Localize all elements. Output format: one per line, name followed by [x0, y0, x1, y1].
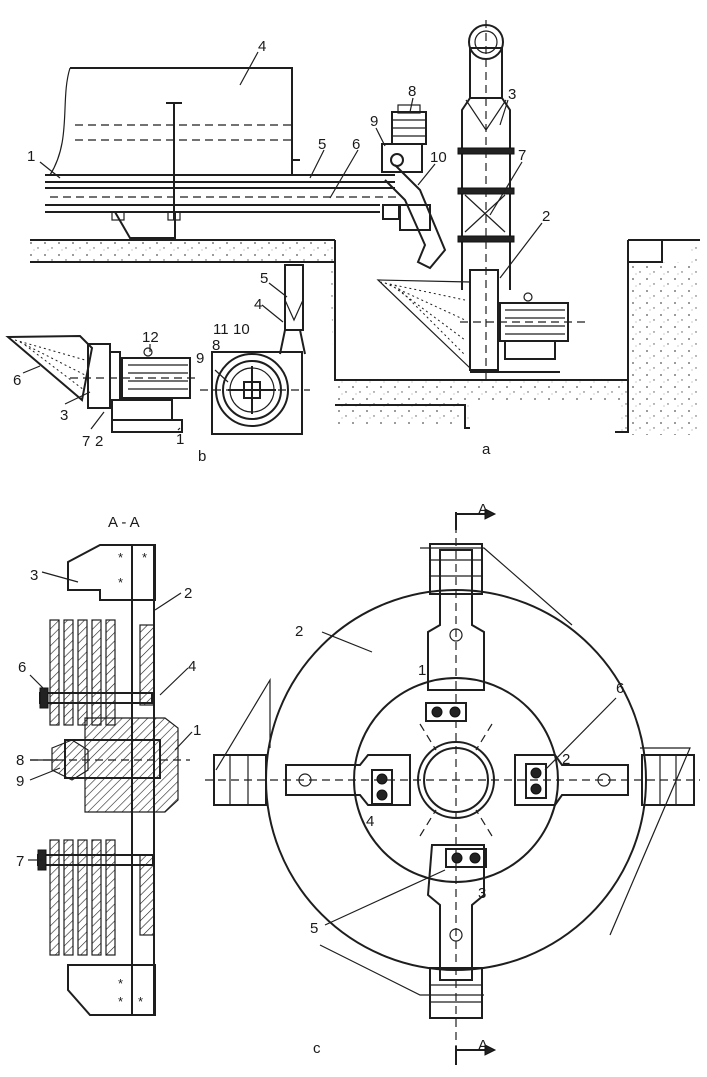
label-a-7: 7 [518, 147, 526, 164]
label-b-9: 9 [196, 350, 204, 367]
caption-c: c [313, 1040, 321, 1057]
blade-pack-bottom [49, 839, 116, 956]
label-b-6: 6 [13, 372, 21, 389]
caption-b: b [198, 448, 206, 465]
label-c-plan-2-arm: 2 [562, 751, 570, 768]
figure-c-section-labels: A - A 1 2 3 4 6 7 8 9 [16, 514, 201, 870]
label-c-plan-4: 4 [366, 813, 374, 830]
label-c-section-7: 7 [16, 853, 24, 870]
pipe-5 [284, 264, 304, 331]
arm-1 [427, 549, 485, 691]
section-marker-bottom: A [478, 1037, 488, 1054]
figure-c-plan-view [205, 508, 700, 1065]
chute-10 [384, 164, 447, 270]
section-title: A - A [108, 514, 140, 531]
svg-text:*: * [118, 976, 123, 991]
cone-6 [5, 334, 94, 402]
label-c-section-1: 1 [193, 722, 201, 739]
outlet-4 [279, 329, 306, 355]
label-c-plan-1: 1 [418, 662, 426, 679]
svg-text:*: * [138, 994, 143, 1009]
label-b-2: 2 [95, 433, 103, 450]
clamp-block-1 [425, 702, 467, 722]
figure-a-labels: 1 2 3 4 5 6 7 8 9 10 a [27, 38, 550, 458]
label-c-section-6: 6 [18, 659, 26, 676]
label-a-6: 6 [352, 136, 360, 153]
label-a-4: 4 [258, 38, 266, 55]
figure-b-labels: 1 2 3 4 5 6 7 8 9 10 11 12 b [13, 270, 268, 465]
label-a-8: 8 [408, 83, 416, 100]
label-b-8: 8 [212, 337, 220, 354]
svg-text:*: * [118, 994, 123, 1009]
label-c-plan-5: 5 [310, 920, 318, 937]
label-c-plan-6: 6 [616, 680, 624, 697]
label-b-7: 7 [82, 433, 90, 450]
fan-front-view [211, 351, 303, 435]
label-b-3: 3 [60, 407, 68, 424]
label-c-section-8: 8 [16, 752, 24, 769]
section-marker-top: A [478, 501, 488, 518]
figure-a-conveyor-layout [30, 20, 700, 435]
blade-pack-top [49, 619, 116, 726]
figure-c-section-a-a: * * * * * [28, 544, 193, 1016]
label-c-plan-2-disc: 2 [295, 623, 303, 640]
caption-a: a [482, 441, 491, 458]
svg-text:*: * [118, 575, 123, 590]
label-b-5: 5 [260, 270, 268, 287]
arm-3 [426, 844, 485, 981]
hopper-4 [60, 67, 293, 176]
base-1 [111, 419, 183, 433]
label-a-2: 2 [542, 208, 550, 225]
knife-holder-top [429, 543, 483, 595]
label-c-section-4: 4 [188, 658, 196, 675]
label-a-9: 9 [370, 113, 378, 130]
label-a-1: 1 [27, 148, 35, 165]
fan-2 [469, 269, 499, 371]
label-b-10: 10 [233, 321, 250, 338]
clamp-block-3 [445, 848, 487, 868]
label-a-10: 10 [430, 149, 447, 166]
label-c-section-3: 3 [30, 567, 38, 584]
knife-holder-bottom [429, 967, 483, 1019]
section-mark-top [455, 512, 485, 530]
label-c-section-9: 9 [16, 773, 24, 790]
bracket-bottom [67, 964, 156, 1016]
svg-text:*: * [118, 550, 123, 565]
label-b-1: 1 [176, 431, 184, 448]
cone-screen [376, 279, 471, 370]
label-b-4: 4 [254, 296, 262, 313]
figure-b-side-and-front-views [5, 264, 310, 435]
figure-c-plan-labels: A A 1 2 2 3 4 5 6 c [295, 501, 624, 1057]
arm-4 [285, 754, 411, 806]
svg-text:*: * [142, 550, 147, 565]
knife-holder-left [213, 754, 267, 806]
label-c-plan-3: 3 [478, 885, 486, 902]
clamp-block-4 [371, 769, 393, 805]
bracket-3 [67, 544, 156, 601]
label-b-11: 11 [213, 321, 229, 338]
hub-ring [353, 677, 559, 883]
section-mark-bottom [455, 1046, 485, 1065]
hub-1 [84, 717, 179, 813]
knife-holder-right [641, 754, 695, 806]
shaft-bore [417, 741, 495, 819]
clamp-block-2 [525, 763, 547, 799]
label-a-3: 3 [508, 86, 516, 103]
label-c-section-2: 2 [184, 585, 192, 602]
label-b-12: 12 [142, 329, 159, 346]
label-a-5: 5 [318, 136, 326, 153]
